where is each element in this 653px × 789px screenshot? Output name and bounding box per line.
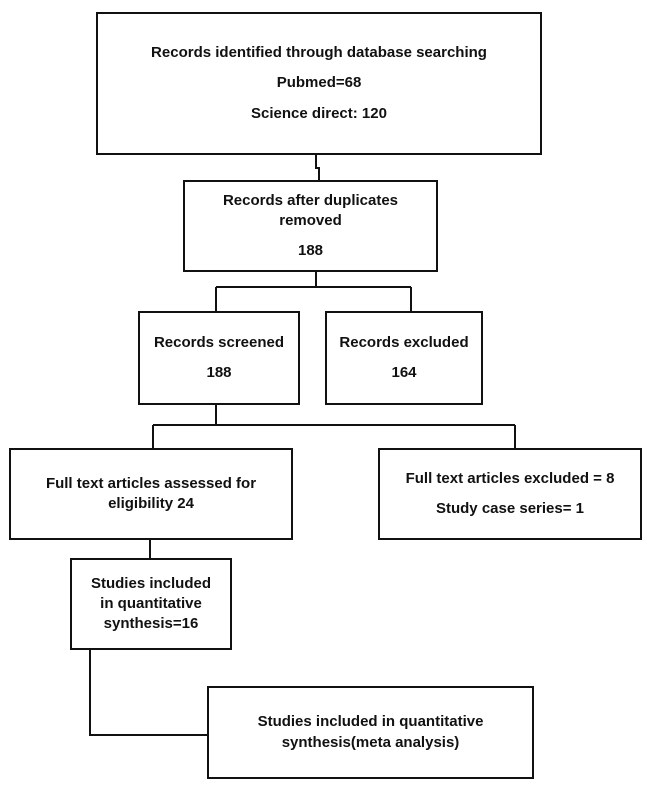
fulltext-assessed-line-2: eligibility 24 xyxy=(108,495,194,512)
duplicates-value: 188 xyxy=(297,242,324,260)
box-fulltext-assessed: Full text articles assessed for eligibil… xyxy=(9,448,293,540)
fulltext-excluded-line-1: Full text articles excluded = 8 xyxy=(405,469,615,487)
identified-title: Records identified through database sear… xyxy=(151,44,487,62)
excluded-value: 164 xyxy=(391,364,417,381)
meta-line-1: Studies included in quantitative xyxy=(257,713,484,731)
meta-line-2: synthesis(meta analysis) xyxy=(281,733,460,751)
connector-qualitative-to-meta xyxy=(89,650,207,736)
box-records-identified: Records identified through database sear… xyxy=(96,12,542,155)
qualitative-line-2: in quantitative xyxy=(100,594,202,612)
box-qualitative-synthesis: Studies included in quantitative synthes… xyxy=(70,558,232,650)
box-after-duplicates: Records after duplicates removed 188 xyxy=(183,180,438,272)
fulltext-excluded-line-2: Study case series= 1 xyxy=(435,500,584,517)
fulltext-assessed-line-1: Full text articles assessed for xyxy=(45,474,257,492)
box-meta-analysis: Studies included in quantitative synthes… xyxy=(207,686,534,779)
duplicates-line-2: removed xyxy=(279,211,342,229)
duplicates-line-1: Records after duplicates xyxy=(222,191,399,209)
identified-science-direct: Science direct: 120 xyxy=(251,104,387,122)
screened-value: 188 xyxy=(206,364,232,381)
box-records-screened: Records screened 188 xyxy=(138,311,300,405)
box-fulltext-excluded: Full text articles excluded = 8 Study ca… xyxy=(378,448,642,540)
connector-identified-to-duplicates xyxy=(315,155,320,180)
identified-pubmed: Pubmed=68 xyxy=(276,74,362,92)
qualitative-line-3: synthesis=16 xyxy=(103,615,199,633)
qualitative-line-1: Studies included xyxy=(90,574,211,592)
excluded-title: Records excluded xyxy=(339,333,469,351)
screened-title: Records screened xyxy=(153,333,285,351)
box-records-excluded: Records excluded 164 xyxy=(325,311,483,405)
